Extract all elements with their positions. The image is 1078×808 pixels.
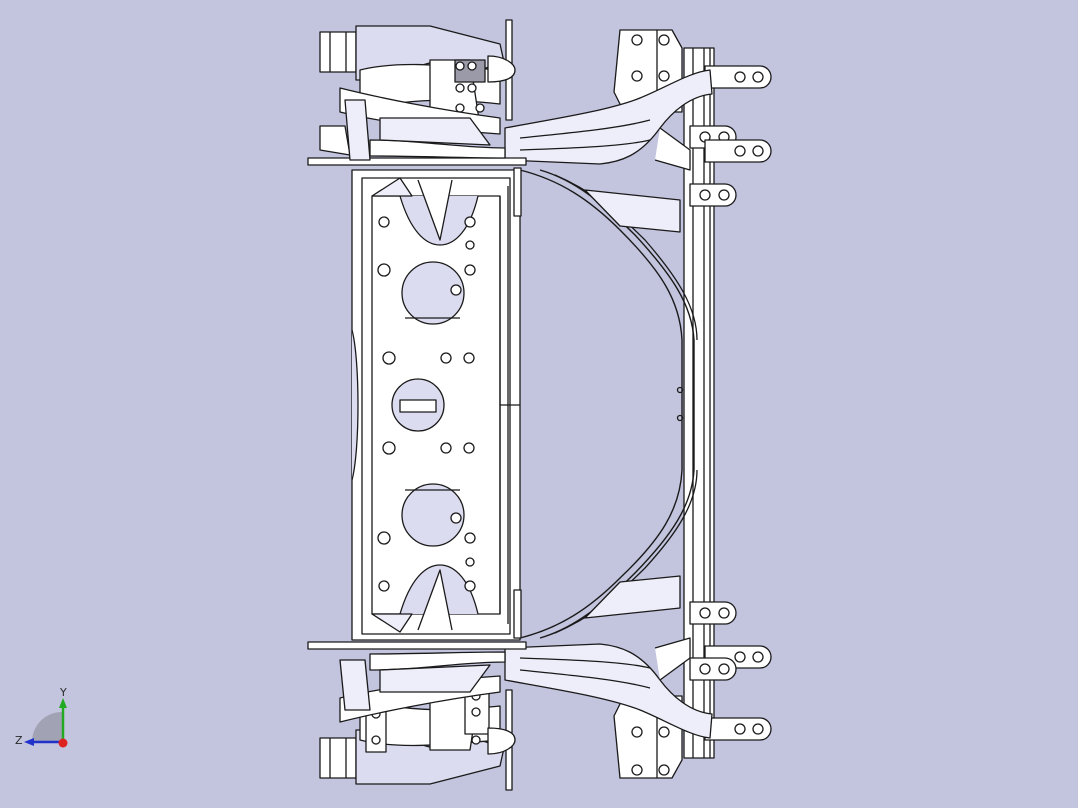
- x-axis-point: [58, 738, 68, 748]
- small-holes: [377, 216, 476, 592]
- lower-tab: [513, 589, 522, 639]
- orientation-triad: Y Z: [15, 686, 68, 748]
- upper-frame-gusset: [371, 177, 413, 197]
- z-axis-arrow: [24, 738, 34, 746]
- frame-arch-cutouts: [399, 179, 479, 631]
- upper-left-mount: [319, 25, 516, 161]
- mounting-lugs: [689, 65, 772, 741]
- upper-control-arm: [504, 69, 713, 171]
- lower-control-arm: [504, 637, 713, 739]
- lower-gusset: [584, 575, 681, 619]
- curved-cross-member: [519, 169, 698, 639]
- lower-frame-gusset: [371, 613, 413, 633]
- lower-flange-plate: [307, 641, 527, 650]
- upper-tab: [513, 167, 522, 217]
- hole-inner-details: [399, 284, 462, 524]
- subframe-assembly: [307, 19, 772, 791]
- lower-left-mount: [319, 651, 516, 785]
- triad-base-shade: [32, 712, 62, 742]
- upper-flange-plate: [307, 157, 527, 166]
- upper-gusset: [584, 189, 681, 233]
- y-axis-label: Y: [59, 686, 67, 699]
- y-axis-arrow: [59, 698, 67, 708]
- z-axis-label: Z: [15, 734, 23, 747]
- large-lightening-holes: [391, 261, 465, 547]
